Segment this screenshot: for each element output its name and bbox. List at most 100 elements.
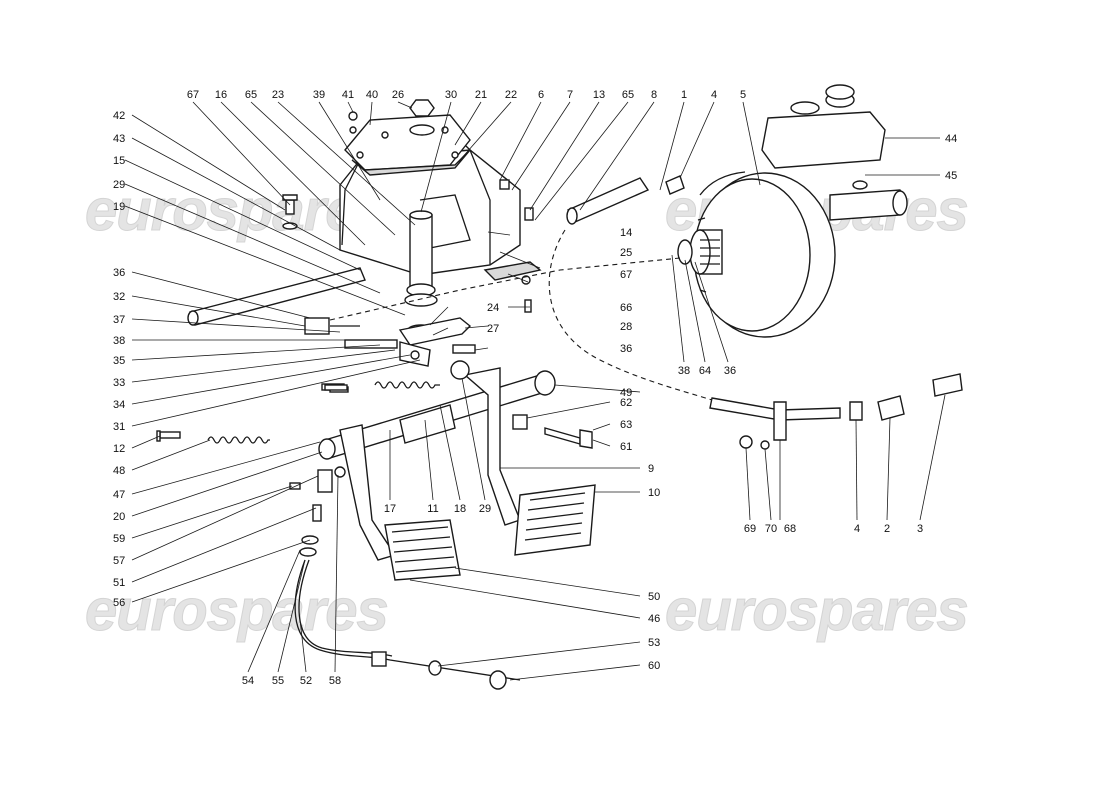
callout-27: 27 <box>487 323 499 335</box>
callout-16: 16 <box>215 89 227 101</box>
callout-65: 65 <box>245 89 257 101</box>
watermark-group: eurospares eurospares eurospares eurospa… <box>85 178 970 644</box>
brake-servo-booster <box>677 171 836 338</box>
callout-18: 18 <box>454 503 466 515</box>
callout-29-center: 29 <box>479 503 491 515</box>
callout-37: 37 <box>113 314 125 326</box>
cover-plate <box>344 114 471 176</box>
callout-41: 41 <box>342 89 354 101</box>
callout-62: 62 <box>620 397 632 409</box>
callout-35: 35 <box>113 355 125 367</box>
callout-49: 49 <box>620 387 632 399</box>
callout-19: 19 <box>113 201 125 213</box>
callout-21: 21 <box>475 89 487 101</box>
callout-46: 46 <box>648 613 660 625</box>
callout-43: 43 <box>113 133 125 145</box>
callout-48: 48 <box>113 465 125 477</box>
callout-9: 9 <box>648 463 654 475</box>
callout-67: 67 <box>187 89 199 101</box>
callout-15: 15 <box>113 155 125 167</box>
callout-8: 8 <box>651 89 657 101</box>
hose-routing-line <box>548 229 713 401</box>
callout-11: 11 <box>427 503 438 515</box>
callout-38-right: 38 <box>678 365 690 377</box>
master-cylinder <box>829 180 908 221</box>
callout-25: 25 <box>620 247 632 259</box>
callout-50: 50 <box>648 591 660 603</box>
callout-7: 7 <box>567 89 573 101</box>
callout-22: 22 <box>505 89 517 101</box>
watermark-bottom-right: eurospares <box>665 578 968 643</box>
callout-26: 26 <box>392 89 404 101</box>
callout-45: 45 <box>945 170 957 182</box>
callout-63: 63 <box>620 419 632 431</box>
callout-32: 32 <box>113 291 125 303</box>
callout-4-top: 4 <box>711 89 717 101</box>
callout-44: 44 <box>945 133 957 145</box>
callout-6: 6 <box>538 89 544 101</box>
fluid-reservoir <box>761 84 886 169</box>
callout-40: 40 <box>366 89 378 101</box>
callout-69: 69 <box>744 523 756 535</box>
callout-47: 47 <box>113 489 125 501</box>
callout-57: 57 <box>113 555 125 567</box>
callout-68: 68 <box>784 523 796 535</box>
callout-61: 61 <box>620 441 632 453</box>
callout-42: 42 <box>113 110 125 122</box>
pivot-shaft <box>404 210 438 336</box>
callout-29-left: 29 <box>113 179 125 191</box>
callout-54: 54 <box>242 675 254 687</box>
vacuum-hose <box>566 175 963 450</box>
lower-left-fasteners <box>156 386 349 557</box>
callout-52: 52 <box>300 675 312 687</box>
callout-33: 33 <box>113 377 125 389</box>
callout-65b: 65 <box>622 89 634 101</box>
callout-55: 55 <box>272 675 284 687</box>
callout-58: 58 <box>329 675 341 687</box>
clutch-cable <box>294 559 521 690</box>
pivot-arm <box>398 317 472 346</box>
callout-31: 31 <box>113 421 125 433</box>
callout-66: 66 <box>620 302 632 314</box>
callout-2: 2 <box>884 523 890 535</box>
center-fasteners <box>324 344 593 449</box>
callout-10: 10 <box>648 487 660 499</box>
callout-34: 34 <box>113 399 125 411</box>
callout-12: 12 <box>113 443 125 455</box>
callout-60: 60 <box>648 660 660 672</box>
callout-36-left: 36 <box>113 267 125 279</box>
callout-53: 53 <box>648 637 660 649</box>
leader-lines <box>124 101 946 681</box>
callout-67-center: 67 <box>620 269 632 281</box>
linkage-routing-line <box>329 257 681 321</box>
callout-28: 28 <box>620 321 632 333</box>
clevis-assembly <box>344 339 431 367</box>
callout-30: 30 <box>445 89 457 101</box>
callout-36-center: 36 <box>620 343 632 355</box>
callout-13: 13 <box>593 89 605 101</box>
callout-3: 3 <box>917 523 923 535</box>
callout-38-left: 38 <box>113 335 125 347</box>
callout-4-right: 4 <box>854 523 860 535</box>
cap-nut <box>409 99 435 136</box>
callout-64: 64 <box>699 365 711 377</box>
callout-56: 56 <box>113 597 125 609</box>
callout-70: 70 <box>765 523 777 535</box>
callout-59: 59 <box>113 533 125 545</box>
callout-23: 23 <box>272 89 284 101</box>
callout-labels: 67 16 65 23 39 41 40 26 30 21 22 6 7 13 … <box>113 89 957 687</box>
callout-24: 24 <box>487 302 499 314</box>
callout-1: 1 <box>681 89 687 101</box>
callout-17: 17 <box>384 503 396 515</box>
callout-36-right: 36 <box>724 365 736 377</box>
callout-20: 20 <box>113 511 125 523</box>
watermark-bottom-left: eurospares <box>85 578 388 643</box>
callout-51: 51 <box>113 577 125 589</box>
callout-39: 39 <box>313 89 325 101</box>
callout-14: 14 <box>620 227 632 239</box>
bracket-plate <box>483 261 542 281</box>
callout-5: 5 <box>740 89 746 101</box>
clutch-pedal <box>339 424 461 581</box>
brake-pedal <box>450 360 596 556</box>
